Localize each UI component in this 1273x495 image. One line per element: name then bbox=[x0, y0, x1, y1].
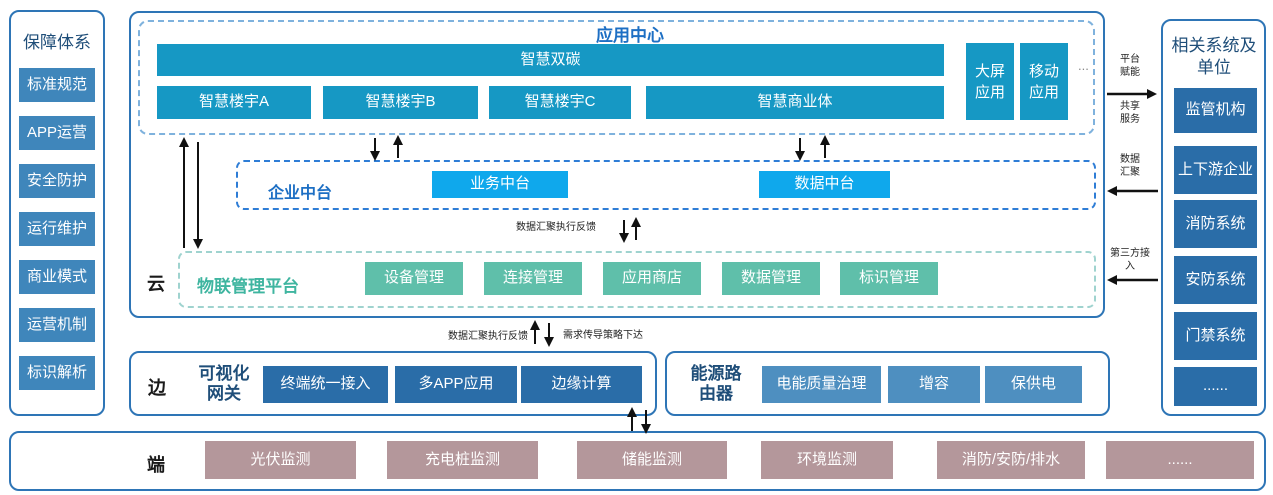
left-item[interactable]: 运行维护 bbox=[19, 212, 95, 246]
energy-router-panel bbox=[665, 351, 1110, 416]
iot-item[interactable]: 应用商店 bbox=[603, 262, 701, 295]
device-item[interactable]: 环境监测 bbox=[761, 441, 893, 479]
data-middle-platform[interactable]: 数据中台 bbox=[759, 171, 890, 198]
app-center-title: 应用中心 bbox=[596, 26, 664, 45]
router-item[interactable]: 保供电 bbox=[985, 366, 1082, 403]
device-item[interactable]: 光伏监测 bbox=[205, 441, 356, 479]
right-item[interactable]: 消防系统 bbox=[1174, 200, 1257, 248]
iot-item[interactable]: 设备管理 bbox=[365, 262, 463, 295]
device-item[interactable]: 充电桩监测 bbox=[387, 441, 538, 479]
iot-item[interactable]: 数据管理 bbox=[722, 262, 820, 295]
right-item[interactable]: ...... bbox=[1174, 367, 1257, 406]
left-item[interactable]: 安全防护 bbox=[19, 164, 95, 198]
iot-title: 物联管理平台 bbox=[197, 277, 299, 296]
app-item[interactable]: 智慧楼宇C bbox=[489, 86, 631, 119]
left-item[interactable]: 标识解析 bbox=[19, 356, 95, 390]
data-feedback-label-cloud: 数据汇聚执行反馈 bbox=[516, 222, 596, 233]
shared-service-label: 共享服务 bbox=[1120, 101, 1140, 125]
router-item[interactable]: 增容 bbox=[888, 366, 980, 403]
app-more-ellipsis: ... bbox=[1078, 58, 1089, 73]
smart-carbon-bar[interactable]: 智慧双碳 bbox=[157, 44, 944, 76]
left-item[interactable]: APP运营 bbox=[19, 116, 95, 150]
platform-empower-label: 平台赋能 bbox=[1120, 54, 1140, 78]
app-item[interactable]: 智慧商业体 bbox=[646, 86, 944, 119]
left-panel-title: 保障体系 bbox=[23, 33, 91, 52]
right-item[interactable]: 上下游企业 bbox=[1174, 146, 1257, 194]
right-item[interactable]: 门禁系统 bbox=[1174, 312, 1257, 360]
router-item[interactable]: 电能质量治理 bbox=[762, 366, 881, 403]
gateway-item[interactable]: 多APP应用 bbox=[395, 366, 517, 403]
data-feedback-label-edge: 数据汇聚执行反馈 bbox=[448, 331, 528, 342]
right-panel-title: 相关系统及单位 bbox=[1171, 36, 1257, 77]
enterprise-frame bbox=[236, 160, 1096, 210]
device-item[interactable]: 消防/安防/排水 bbox=[937, 441, 1085, 479]
data-gather-label: 数据汇聚 bbox=[1120, 154, 1140, 178]
router-title: 能源路由器 bbox=[690, 364, 742, 403]
enterprise-title: 企业中台 bbox=[268, 185, 333, 202]
cloud-label: 云 bbox=[147, 274, 165, 294]
business-middle-platform[interactable]: 业务中台 bbox=[432, 171, 568, 198]
gateway-title: 可视化网关 bbox=[198, 364, 250, 403]
edge-label: 边 bbox=[148, 378, 166, 398]
app-item[interactable]: 智慧楼宇B bbox=[323, 86, 478, 119]
gateway-item[interactable]: 终端统一接入 bbox=[263, 366, 388, 403]
gateway-item[interactable]: 边缘计算 bbox=[521, 366, 642, 403]
device-item[interactable]: ...... bbox=[1106, 441, 1254, 479]
iot-item[interactable]: 标识管理 bbox=[840, 262, 938, 295]
left-item[interactable]: 商业模式 bbox=[19, 260, 95, 294]
app-side-item[interactable]: 大屏应用 bbox=[966, 43, 1014, 120]
iot-item[interactable]: 连接管理 bbox=[484, 262, 582, 295]
demand-strategy-label: 需求传导策略下达 bbox=[563, 330, 643, 341]
left-item[interactable]: 运营机制 bbox=[19, 308, 95, 342]
device-label: 端 bbox=[147, 455, 165, 475]
third-party-label: 第三方接入 bbox=[1110, 248, 1150, 272]
device-item[interactable]: 储能监测 bbox=[577, 441, 727, 479]
app-item[interactable]: 智慧楼宇A bbox=[157, 86, 311, 119]
right-item[interactable]: 安防系统 bbox=[1174, 256, 1257, 304]
right-item[interactable]: 监管机构 bbox=[1174, 88, 1257, 133]
app-side-item[interactable]: 移动应用 bbox=[1020, 43, 1068, 120]
app-center-frame bbox=[138, 20, 1095, 135]
iot-frame bbox=[178, 251, 1096, 308]
left-item[interactable]: 标准规范 bbox=[19, 68, 95, 102]
